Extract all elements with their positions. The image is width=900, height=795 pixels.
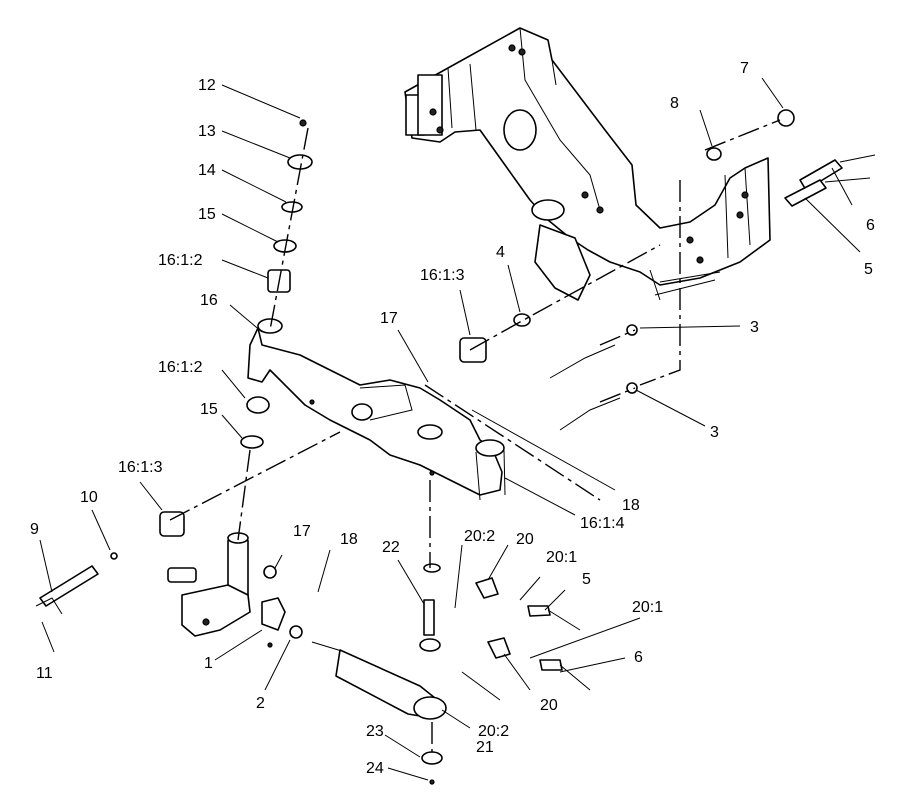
callout-15-lower: 15: [200, 401, 218, 418]
callout-23: 23: [366, 723, 384, 740]
callout-20-lower: 20: [540, 697, 558, 714]
axle-arm: [247, 318, 506, 501]
callout-20-upper: 20: [516, 531, 534, 548]
callout-4: 4: [496, 244, 505, 261]
hydraulic-lines: [475, 154, 876, 691]
callout-22: 22: [382, 539, 400, 556]
callout-20-2-upper: 20:2: [464, 528, 495, 545]
spindle: [167, 532, 251, 637]
callout-5-lower: 5: [582, 571, 591, 588]
callout-3-upper: 3: [750, 319, 759, 336]
callout-20-2-lower: 20:2: [478, 723, 509, 740]
callout-17-upper: 17: [380, 310, 398, 327]
callout-10: 10: [80, 489, 98, 506]
frame-bracket: [404, 27, 771, 301]
callout-3-lower: 3: [710, 424, 719, 441]
callout-14: 14: [198, 162, 216, 179]
callout-16-1-2-lower: 16:1:2: [158, 359, 203, 376]
callout-5-upper: 5: [864, 261, 873, 278]
steering-cylinder: [311, 641, 447, 785]
callout-6-upper: 6: [866, 217, 875, 234]
callout-16-1-3-left: 16:1:3: [118, 459, 163, 476]
assembly-axes: [169, 119, 781, 752]
callout-16: 16: [200, 292, 218, 309]
callout-6-lower: 6: [634, 649, 643, 666]
callout-labels: 12 13 14 15 16:1:2 16 16:1:2 15 16:1:3 1…: [30, 60, 875, 777]
callout-2: 2: [256, 695, 265, 712]
callout-11: 11: [36, 665, 53, 682]
callout-7: 7: [740, 60, 749, 77]
callout-16-1-4: 16:1:4: [580, 515, 625, 532]
callout-20-1-lower: 20:1: [632, 599, 663, 616]
callout-1: 1: [204, 655, 213, 672]
callout-17-lower: 17: [293, 523, 311, 540]
pivot-ball-joint: [419, 563, 441, 652]
callout-21: 21: [476, 739, 494, 756]
tie-rod-end: [261, 565, 303, 648]
callout-16-1-3-right: 16:1:3: [420, 267, 465, 284]
callout-15-upper: 15: [198, 206, 216, 223]
callout-18-lower: 18: [340, 531, 358, 548]
leader-lines: [39, 77, 861, 781]
callout-18-right: 18: [622, 497, 640, 514]
callout-13: 13: [198, 123, 216, 140]
callout-16-1-2-upper: 16:1:2: [158, 252, 203, 269]
callout-20-1-upper: 20:1: [546, 549, 577, 566]
pivot-pin: [35, 552, 118, 615]
callout-8: 8: [670, 95, 679, 112]
callout-24: 24: [366, 760, 384, 777]
callout-12: 12: [198, 77, 216, 94]
callout-9: 9: [30, 521, 39, 538]
